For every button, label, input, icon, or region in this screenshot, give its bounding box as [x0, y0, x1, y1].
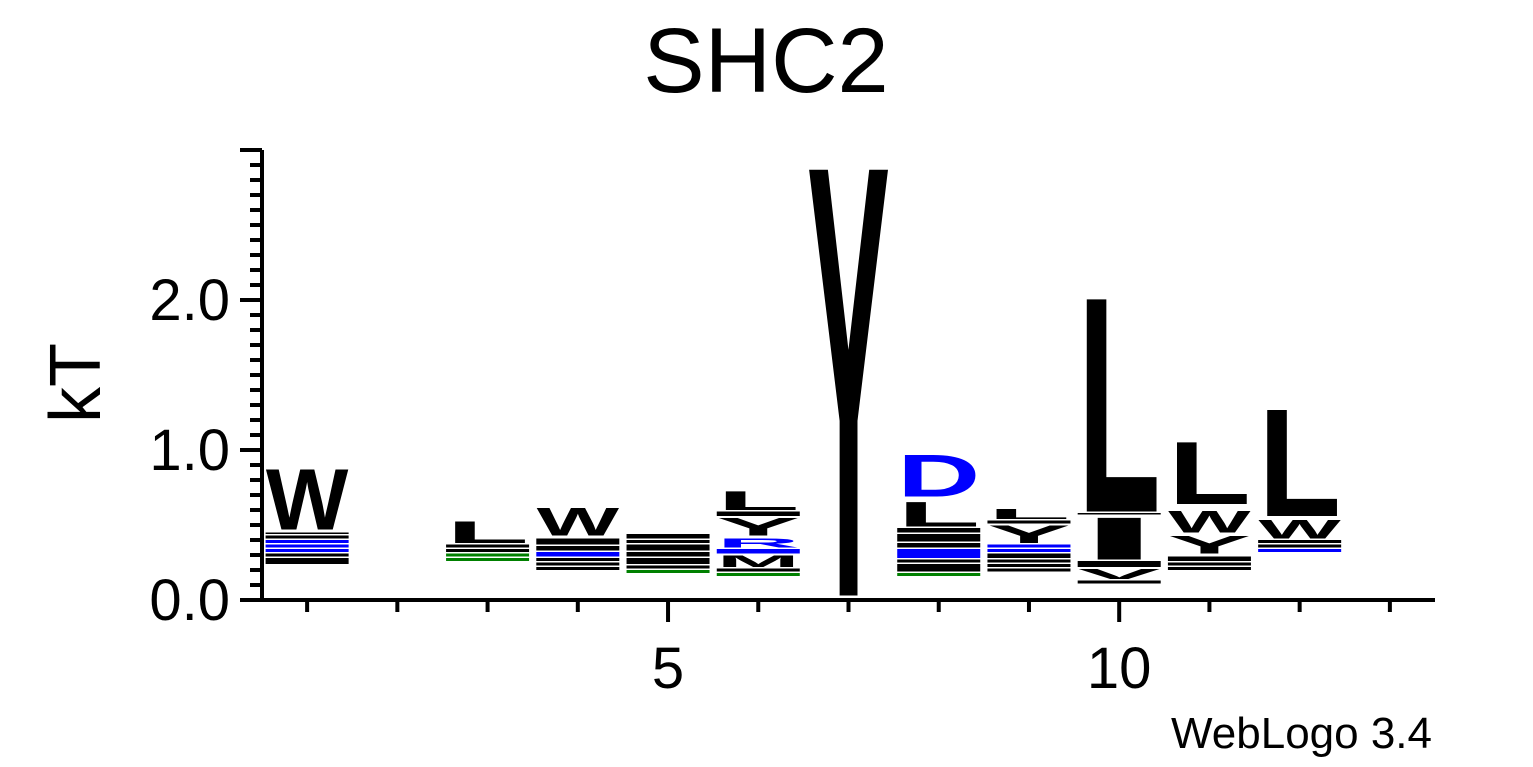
- axes: 0.0 1.0 2.0 5 10: [149, 148, 1435, 701]
- logo-column-1: W: [265, 450, 349, 564]
- logo-column-7: Y: [807, 35, 890, 727]
- logo-minor-band: [446, 553, 530, 557]
- logo-minor-band: [446, 544, 530, 548]
- logo-minor-band: [265, 561, 349, 564]
- logo-letter-l: L: [987, 506, 1070, 522]
- logo-minor-band: [265, 553, 349, 557]
- logo-minor-band: [446, 549, 530, 552]
- logo-letter-v: V: [1078, 566, 1161, 582]
- logo-minor-band: [897, 564, 981, 572]
- y-tick-label: 0.0: [149, 568, 230, 633]
- logo-minor-band: [626, 558, 710, 564]
- logo-minor-band: [716, 573, 800, 576]
- logo-minor-band: [716, 549, 800, 554]
- logo-minor-band: [987, 564, 1071, 567]
- logo-column-8: LD: [897, 443, 981, 576]
- logo-minor-band: [265, 532, 349, 534]
- x-tick-label: 5: [652, 636, 684, 701]
- logo-minor-band: [536, 558, 620, 561]
- logo-minor-band: [626, 570, 710, 573]
- logo-minor-band: [536, 546, 620, 551]
- logo-minor-band: [626, 540, 710, 543]
- logo-column-10: VIL: [1077, 233, 1161, 584]
- logo-letter-w: W: [266, 450, 349, 548]
- logo-column-5: [626, 534, 710, 573]
- logo-minor-band: [265, 544, 349, 548]
- logo-letter-d: D: [897, 443, 980, 510]
- logo-minor-band: [897, 549, 981, 558]
- logo-minor-band: [1167, 556, 1251, 561]
- logo-minor-band: [897, 543, 981, 548]
- y-axis-label: kT: [36, 343, 116, 423]
- logo-minor-band: [446, 558, 530, 561]
- logo-letter-l: L: [1258, 376, 1341, 549]
- logo-letter-w: W: [537, 500, 619, 544]
- logo-letter-l: L: [1078, 233, 1161, 577]
- logo-letter-m: M: [717, 552, 800, 571]
- logo-minor-band: [1258, 540, 1342, 543]
- logo-minor-band: [265, 535, 349, 539]
- logo-minor-band: [626, 544, 710, 551]
- logo-minor-band: [716, 511, 800, 516]
- logo-minor-band: [1167, 562, 1251, 566]
- logo-minor-band: [536, 562, 620, 566]
- logo-minor-band: [1258, 544, 1342, 548]
- logo-letter-r: R: [717, 536, 800, 550]
- logo-minor-band: [265, 549, 349, 552]
- logo-minor-band: [987, 559, 1071, 563]
- logo-letter-l: L: [897, 495, 980, 535]
- logo-minor-band: [1077, 513, 1161, 515]
- logo-minor-band: [1258, 549, 1342, 552]
- logo-minor-band: [265, 558, 349, 561]
- logo-letter-y: Y: [807, 35, 890, 727]
- logo-minor-band: [1077, 561, 1161, 567]
- logo-letter-y: Y: [717, 513, 800, 541]
- logo-minor-band: [987, 568, 1071, 572]
- logo-minor-band: [897, 528, 981, 533]
- logo-letter-y: Y: [1168, 531, 1251, 559]
- logo-minor-band: [626, 565, 710, 569]
- logo-minor-band: [716, 568, 800, 572]
- logo-letter-l: L: [1168, 424, 1251, 524]
- logo-minor-band: [536, 567, 620, 570]
- logo-minor-band: [987, 544, 1071, 548]
- logo-letter-i: I: [1078, 505, 1161, 573]
- logo-letter-y: Y: [987, 521, 1070, 549]
- y-tick-label: 1.0: [149, 418, 230, 483]
- logo-minor-band: [987, 549, 1071, 552]
- logo-minor-band: [536, 538, 620, 545]
- logo-minor-band: [987, 553, 1071, 558]
- logo-minor-band: [536, 552, 620, 557]
- logo-column-4: W: [536, 500, 620, 570]
- logo-letter-l: L: [446, 515, 529, 550]
- logo-minor-band: [626, 552, 710, 557]
- logo-column-11: YWL: [1168, 424, 1251, 570]
- logo-letter-l: L: [717, 485, 800, 515]
- logo-minor-band: [1077, 580, 1161, 584]
- logo-minor-band: [265, 540, 349, 543]
- x-tick-label: 10: [1087, 636, 1152, 701]
- weblogo-watermark: WebLogo 3.4: [1171, 709, 1432, 758]
- logo-letter-w: W: [1168, 504, 1251, 539]
- logo-minor-band: [626, 534, 710, 539]
- logo-column-12: WL: [1258, 376, 1342, 552]
- chart-title: SHC2: [643, 10, 888, 112]
- logo-minor-band: [897, 573, 981, 576]
- logo-minor-band: [897, 559, 981, 563]
- y-tick-label: 2.0: [149, 268, 230, 333]
- logo-minor-band: [987, 520, 1071, 524]
- logo-letter-w: W: [1258, 514, 1340, 545]
- logo-column-3: L: [446, 515, 530, 561]
- logo-minor-band: [897, 534, 981, 542]
- logo-minor-band: [1167, 567, 1251, 570]
- logo-column-9: YL: [987, 506, 1071, 572]
